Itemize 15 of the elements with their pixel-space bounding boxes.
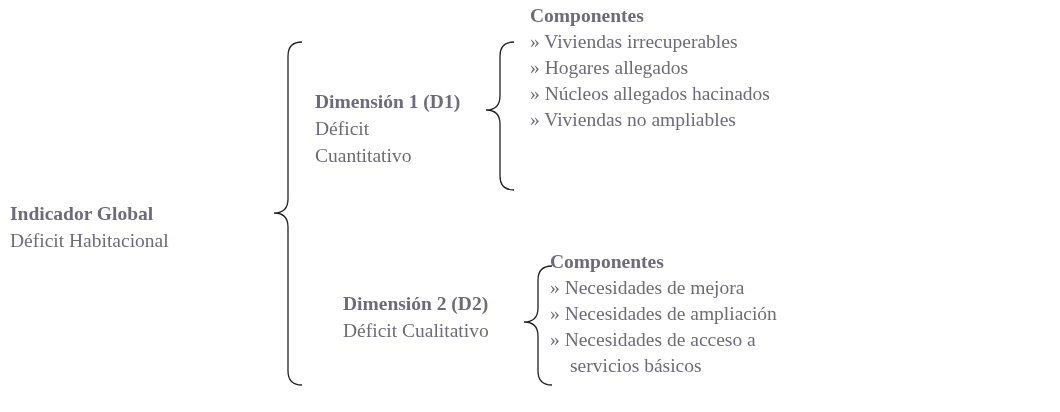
- description-text: Déficit Habitacional: [10, 229, 170, 253]
- list-item: » Núcleos allegados hacinados: [530, 82, 771, 106]
- list-item: » Necesidades de acceso a servicios básicos: [550, 328, 757, 378]
- heading-text: Dimensión 2 (D2): [343, 292, 490, 316]
- list-item: » Necesidades de mejora: [550, 276, 746, 300]
- heading-text: Dimensión 1 (D1): [315, 90, 461, 114]
- heading-text: Componentes: [550, 250, 665, 274]
- description-text: Déficit Cuantitativo: [315, 117, 413, 168]
- list-item: » Viviendas no ampliables: [530, 108, 737, 132]
- list-item: » Necesidades de ampliación: [550, 302, 778, 326]
- heading-text: Componentes: [530, 4, 645, 28]
- heading-text: Indicador Global: [10, 202, 155, 226]
- description-text: Déficit Cualitativo: [343, 319, 490, 343]
- list-item: » Hogares allegados: [530, 56, 690, 80]
- list-item: » Viviendas irrecuperables: [530, 30, 739, 54]
